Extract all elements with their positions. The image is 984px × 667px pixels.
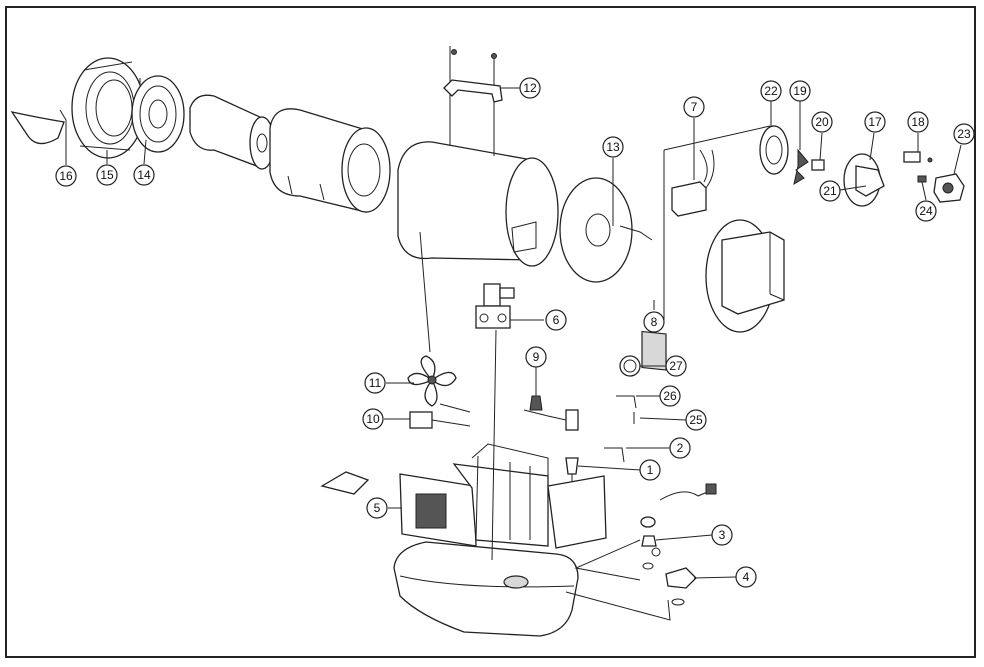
power-cord bbox=[659, 483, 717, 501]
part-27-fuel-gauge bbox=[619, 355, 641, 377]
svg-text:8: 8 bbox=[651, 315, 658, 329]
svg-text:17: 17 bbox=[868, 115, 882, 129]
svg-text:23: 23 bbox=[957, 127, 971, 141]
svg-text:26: 26 bbox=[663, 389, 677, 403]
svg-text:6: 6 bbox=[553, 313, 560, 327]
rear-cover bbox=[705, 219, 785, 333]
leader-lines bbox=[59, 87, 962, 621]
svg-text:7: 7 bbox=[691, 100, 698, 114]
part-17-motor-plate bbox=[843, 153, 885, 207]
callout-13: 13 bbox=[602, 136, 624, 158]
callout-25: 25 bbox=[685, 409, 707, 431]
part-16-deflector bbox=[10, 111, 65, 145]
part-14-grill bbox=[131, 75, 185, 153]
frame-body bbox=[452, 443, 607, 549]
callout-17: 17 bbox=[864, 111, 886, 133]
fuel-tank-base bbox=[393, 541, 579, 637]
callout-3: 3 bbox=[711, 524, 733, 546]
part-13-back-plate bbox=[559, 177, 653, 283]
callout-15: 15 bbox=[96, 164, 118, 186]
callout-21: 21 bbox=[819, 180, 841, 202]
part-7-transformer bbox=[671, 149, 715, 217]
part-15-front-guard bbox=[71, 57, 145, 159]
part-10-switch bbox=[409, 403, 471, 429]
callout-18: 18 bbox=[907, 111, 929, 133]
svg-text:25: 25 bbox=[689, 413, 703, 427]
svg-text:24: 24 bbox=[919, 204, 933, 218]
part-11-fan-blade bbox=[407, 355, 457, 407]
part-23-motor bbox=[933, 173, 965, 203]
svg-text:15: 15 bbox=[100, 168, 114, 182]
part-24-clip bbox=[917, 175, 927, 183]
part-12-handle bbox=[443, 49, 503, 103]
svg-text:4: 4 bbox=[743, 570, 750, 584]
callout-23: 23 bbox=[953, 123, 975, 145]
part-2-elbow bbox=[604, 447, 625, 463]
svg-text:12: 12 bbox=[523, 81, 537, 95]
callout-5: 5 bbox=[366, 497, 388, 519]
part-3-cap bbox=[640, 516, 661, 570]
diagram-border bbox=[5, 6, 976, 658]
part-18-bracket bbox=[903, 151, 933, 163]
part-19-impeller bbox=[793, 148, 809, 186]
part-5-side-panel bbox=[399, 473, 477, 547]
svg-text:16: 16 bbox=[59, 169, 73, 183]
callout-22: 22 bbox=[760, 80, 782, 102]
svg-text:19: 19 bbox=[793, 84, 807, 98]
callout-27: 27 bbox=[665, 355, 687, 377]
callout-1: 1 bbox=[639, 459, 661, 481]
callout-2: 2 bbox=[669, 437, 691, 459]
callout-10: 10 bbox=[362, 408, 384, 430]
main-housing bbox=[397, 46, 559, 267]
callout-24: 24 bbox=[915, 200, 937, 222]
callout-19: 19 bbox=[789, 80, 811, 102]
callout-14: 14 bbox=[133, 164, 155, 186]
part-4-fuel-cap bbox=[665, 567, 697, 606]
part-9-thermostat bbox=[523, 395, 579, 431]
callout-7: 7 bbox=[683, 96, 705, 118]
svg-text:20: 20 bbox=[815, 115, 829, 129]
callout-6: 6 bbox=[545, 309, 567, 331]
svg-text:13: 13 bbox=[606, 140, 620, 154]
svg-text:22: 22 bbox=[764, 84, 778, 98]
part-26-pipe bbox=[616, 395, 637, 409]
callout-16: 16 bbox=[55, 165, 77, 187]
part-6-solenoid-valve bbox=[475, 283, 515, 329]
part-20-coupling bbox=[811, 159, 825, 171]
svg-text:21: 21 bbox=[823, 184, 837, 198]
combustion-chamber-inner bbox=[189, 94, 275, 170]
part-8-pcb bbox=[641, 330, 667, 371]
callout-8: 8 bbox=[643, 311, 665, 333]
svg-text:10: 10 bbox=[366, 412, 380, 426]
combustion-chamber-outer bbox=[269, 108, 391, 213]
svg-text:9: 9 bbox=[533, 350, 540, 364]
svg-text:14: 14 bbox=[137, 168, 151, 182]
svg-text:18: 18 bbox=[911, 115, 925, 129]
bracket-plate bbox=[320, 471, 370, 495]
svg-text:1: 1 bbox=[647, 463, 654, 477]
part-22-fan-wheel bbox=[759, 125, 789, 175]
svg-text:11: 11 bbox=[369, 376, 382, 390]
svg-text:3: 3 bbox=[719, 528, 726, 542]
callout-11: 11 bbox=[364, 372, 386, 394]
svg-text:2: 2 bbox=[677, 441, 684, 455]
callout-20: 20 bbox=[811, 111, 833, 133]
callout-12: 12 bbox=[519, 77, 541, 99]
callout-9: 9 bbox=[525, 346, 547, 368]
svg-text:5: 5 bbox=[374, 501, 381, 515]
svg-text:27: 27 bbox=[669, 359, 683, 373]
callout-26: 26 bbox=[659, 385, 681, 407]
callout-4: 4 bbox=[735, 566, 757, 588]
